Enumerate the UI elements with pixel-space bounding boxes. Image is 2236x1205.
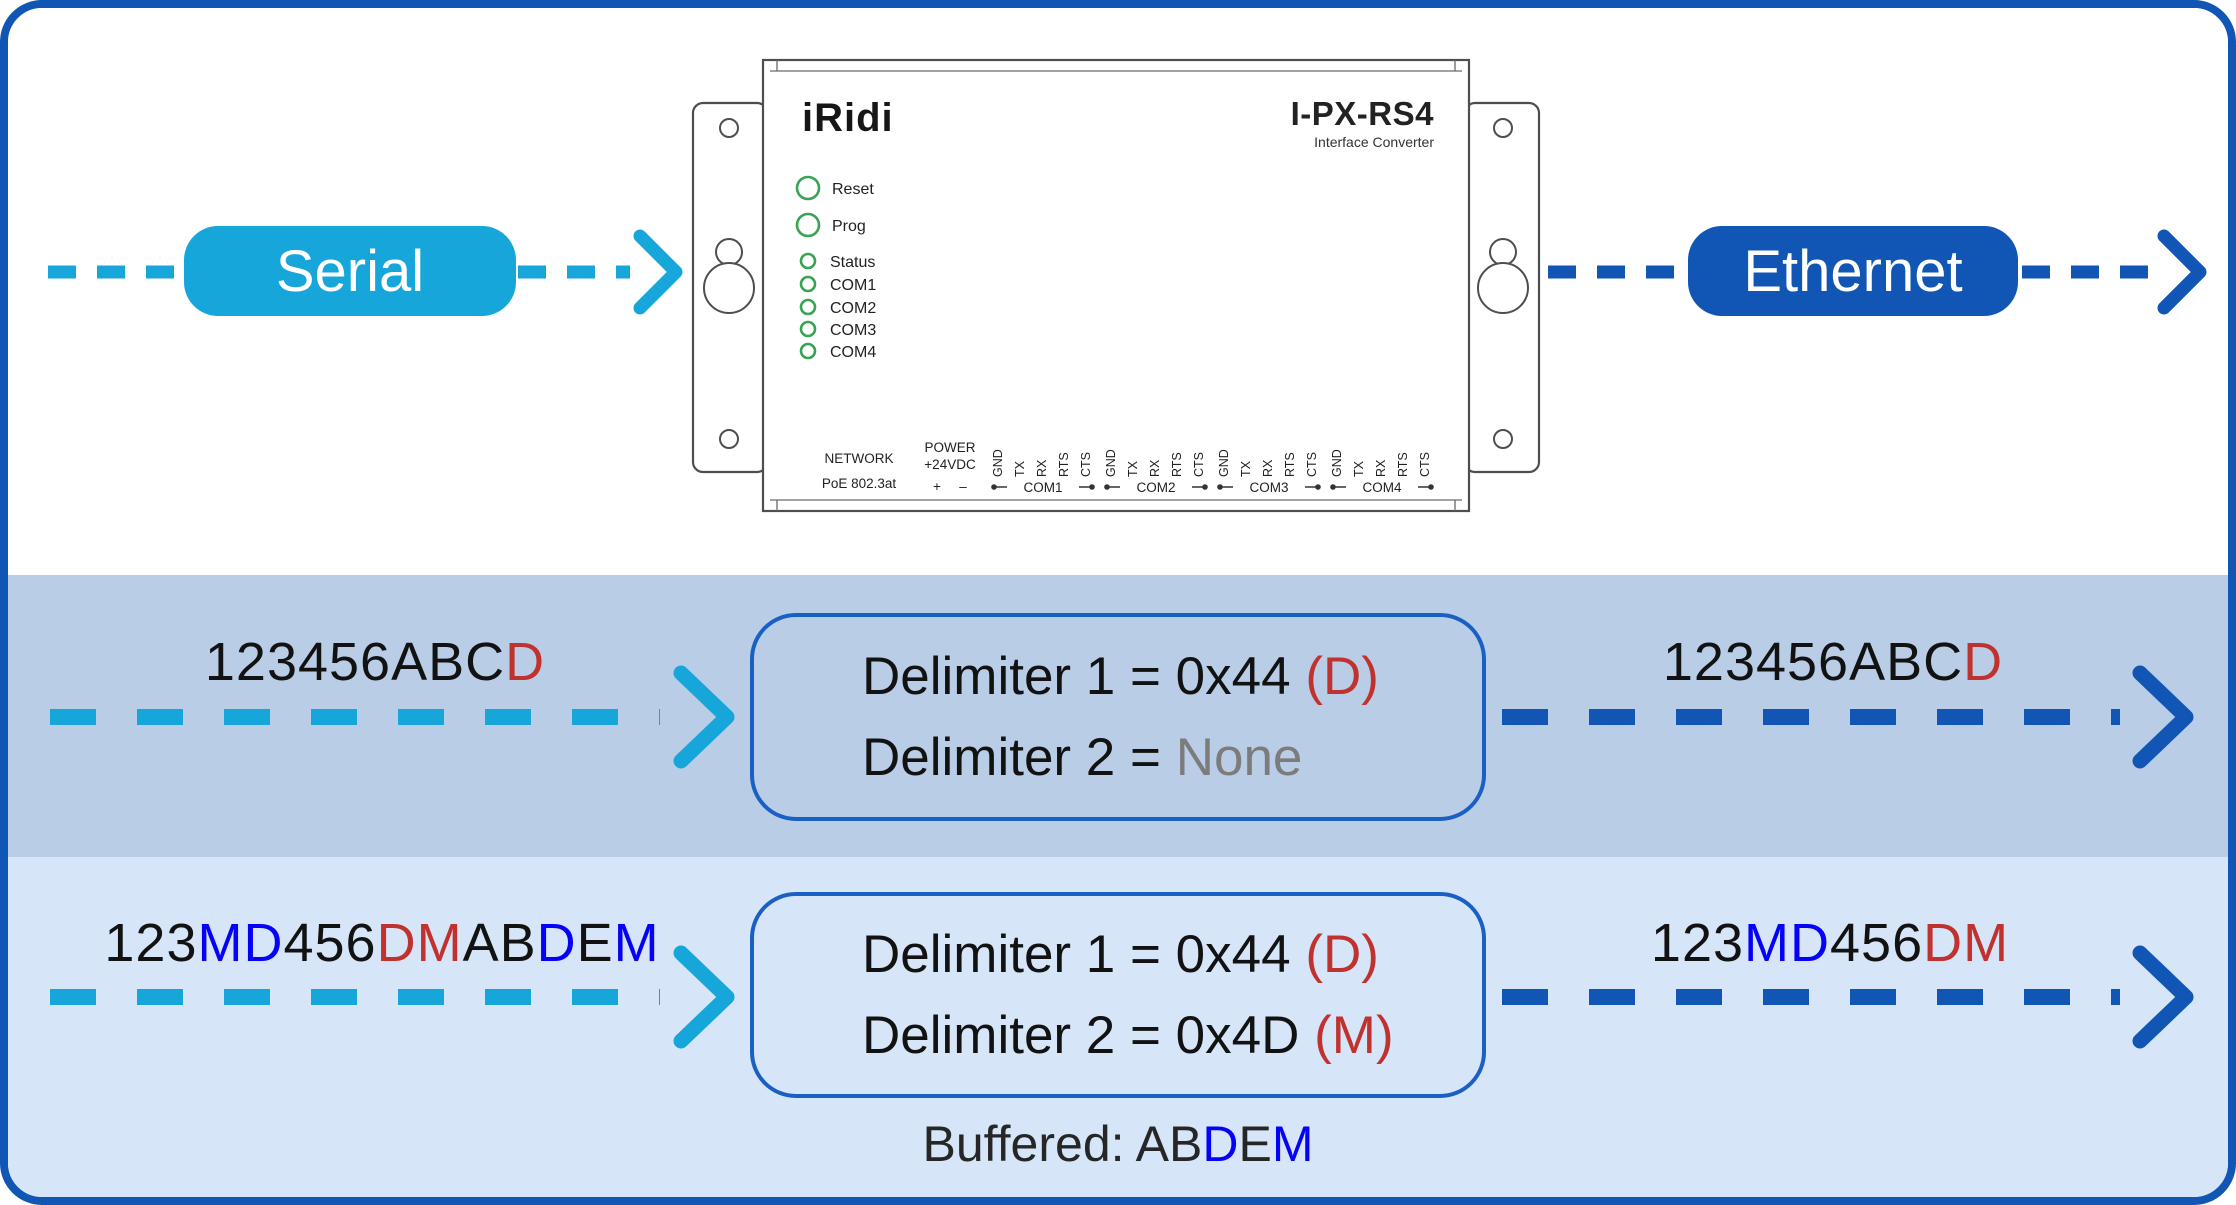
screw-hole xyxy=(1493,429,1513,449)
pin-label: TX xyxy=(1126,460,1140,477)
delimiter-2-setting: Delimiter 2 = 0x4D (M) xyxy=(862,1005,1394,1065)
input-arrow-1 xyxy=(50,665,735,769)
pin-label: GND xyxy=(1330,449,1344,477)
mounting-bracket-left xyxy=(691,101,769,474)
com-port-dot xyxy=(1104,484,1110,490)
com3-led xyxy=(799,320,817,338)
ethernet-inbound-dashes xyxy=(1548,265,1684,279)
model-subtitle: Interface Converter xyxy=(1314,134,1434,150)
pin-label: GND xyxy=(1104,449,1118,477)
pin-label: CTS xyxy=(1305,452,1319,477)
keyhole-slot-bottom xyxy=(703,262,755,314)
pin-label: CTS xyxy=(1079,452,1093,477)
buffered-note: Buffered: ABDEM xyxy=(922,1116,1314,1172)
brand-logo: iRidi xyxy=(802,96,894,140)
com-port-dot xyxy=(991,484,997,490)
com-port-dot xyxy=(1428,484,1434,490)
pin-label: RTS xyxy=(1283,452,1297,477)
com-port-dot xyxy=(1315,484,1321,490)
serial-to-device-arrow xyxy=(518,229,683,315)
status-led xyxy=(799,252,817,270)
com-port-dot xyxy=(1089,484,1095,490)
com4-led xyxy=(799,342,817,360)
output-arrow-1 xyxy=(1502,665,2194,769)
com-port-dot xyxy=(1330,484,1336,490)
pin-label: TX xyxy=(1352,460,1366,477)
status-led-label: Status xyxy=(830,254,875,271)
section-device-overview: Serial xyxy=(8,8,2228,575)
com1-led xyxy=(799,275,817,293)
com-port-label: COM4 xyxy=(1362,480,1401,495)
reset-label: Reset xyxy=(832,181,874,198)
delimiter-1-setting: Delimiter 1 = 0x44 (D) xyxy=(862,646,1379,706)
com3-led-label: COM3 xyxy=(830,322,876,339)
mounting-bracket-right xyxy=(1463,101,1541,474)
keyhole-slot-bottom xyxy=(1477,262,1529,314)
input-arrow-2 xyxy=(50,945,735,1049)
ethernet-badge-label: Ethernet xyxy=(1743,238,1963,304)
delimiter-box-1: Delimiter 1 = 0x44 (D) Delimiter 2 = Non… xyxy=(750,613,1486,821)
delimiter-1-setting: Delimiter 1 = 0x44 (D) xyxy=(862,924,1379,984)
section-delimiter-example-2: 123MD456DMABDEM Delimiter 1 = 0x44 (D) D… xyxy=(8,857,2228,1197)
com-port-label: COM1 xyxy=(1023,480,1062,495)
pin-label: CTS xyxy=(1192,452,1206,477)
pin-label: TX xyxy=(1013,460,1027,477)
poe-label: PoE 802.3at xyxy=(822,476,897,491)
screw-hole xyxy=(719,429,739,449)
pin-label: GND xyxy=(1217,449,1231,477)
output-stream-2: 123MD456DM xyxy=(1650,913,2010,973)
reset-button xyxy=(795,175,821,201)
com-port-dot xyxy=(1202,484,1208,490)
com2-led xyxy=(799,298,817,316)
output-arrow-2 xyxy=(1502,945,2194,1049)
keyhole-slot-top xyxy=(1489,238,1517,266)
pin-label: GND xyxy=(991,449,1005,477)
prog-button xyxy=(795,212,821,238)
com2-led-label: COM2 xyxy=(830,300,876,317)
prog-label: Prog xyxy=(832,218,866,235)
input-stream-2: 123MD456DMABDEM xyxy=(104,913,660,973)
power-plus-label: + xyxy=(933,479,941,494)
model-text: I-PX-RS4 xyxy=(1291,95,1435,132)
com-port-dot xyxy=(1217,484,1223,490)
input-stream-1: 123456ABCD xyxy=(204,632,546,692)
com-port-label: COM3 xyxy=(1249,480,1288,495)
pin-label: RX xyxy=(1261,459,1275,477)
com-port-label: COM2 xyxy=(1136,480,1175,495)
delimiter-2-setting: Delimiter 2 = None xyxy=(862,727,1303,787)
serial-inbound-dashes xyxy=(48,265,184,279)
screw-hole xyxy=(1493,118,1513,138)
section-delimiter-example-1: 123456ABCD Delimiter 1 = 0x44 (D) Delimi… xyxy=(8,575,2228,857)
network-label: NETWORK xyxy=(825,451,894,466)
keyhole-slot-top xyxy=(715,238,743,266)
pin-groups: GND TX RX RTS CTS COM1 GND TX RX RTS CTS COM2 GND TX R… xyxy=(991,449,1434,495)
ethernet-badge: Ethernet xyxy=(1688,226,2018,316)
com4-led-label: COM4 xyxy=(830,344,876,361)
device-body xyxy=(761,58,1471,513)
pin-label: RTS xyxy=(1057,452,1071,477)
pin-label: RX xyxy=(1035,459,1049,477)
pin-label: RX xyxy=(1148,459,1162,477)
pin-label: CTS xyxy=(1418,452,1432,477)
serial-badge: Serial xyxy=(184,226,516,316)
power-minus-label: – xyxy=(959,479,967,494)
power-voltage-label: +24VDC xyxy=(924,457,976,472)
delimiter-box-2: Delimiter 1 = 0x44 (D) Delimiter 2 = 0x4… xyxy=(750,892,1486,1098)
com1-led-label: COM1 xyxy=(830,277,876,294)
power-label: POWER xyxy=(924,440,975,455)
pin-label: TX xyxy=(1239,460,1253,477)
pin-label: RTS xyxy=(1396,452,1410,477)
ethernet-outbound-arrow xyxy=(2022,229,2207,315)
device-illustration: iRidi I-PX-RS4 Interface Converter Reset… xyxy=(691,58,1541,513)
serial-badge-label: Serial xyxy=(275,238,425,304)
screw-hole xyxy=(719,118,739,138)
pin-label: RX xyxy=(1374,459,1388,477)
output-stream-1: 123456ABCD xyxy=(1662,632,2004,692)
pin-label: RTS xyxy=(1170,452,1184,477)
